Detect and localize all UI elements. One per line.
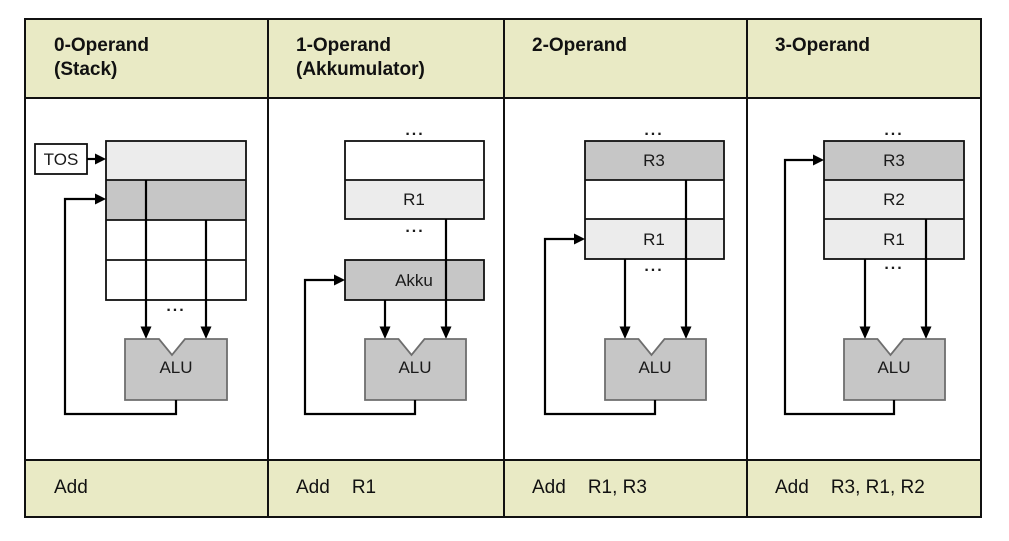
register-cell-r3 <box>824 141 964 180</box>
arrow-down-icon <box>200 326 212 339</box>
alu-box <box>843 338 946 401</box>
isa-comparison-table: 0-Operand (Stack) 1-Operand (Akkumulator… <box>24 18 982 518</box>
column-header-3-operand: 3-Operand <box>747 20 984 99</box>
arrow-down-icon <box>859 326 871 339</box>
alu-label: ALU <box>398 358 431 377</box>
alu-label: ALU <box>638 358 671 377</box>
ellipsis: ... <box>644 258 663 275</box>
instruction-mnemonic: Add <box>296 476 330 498</box>
arrow-down-icon <box>680 326 692 339</box>
stack-cell-tos <box>106 141 246 180</box>
arrow-down-icon <box>440 326 452 339</box>
column-header-1-operand: 1-Operand (Akkumulator) <box>268 20 504 99</box>
register-label-r1: R1 <box>883 230 905 249</box>
ellipsis: ... <box>166 298 185 315</box>
arrow-down-icon <box>920 326 932 339</box>
register-cell-dividers <box>824 179 964 220</box>
register-cell-r2 <box>824 180 964 219</box>
arrow-down-icon <box>379 326 391 339</box>
arrow-right-icon <box>95 193 106 205</box>
tos-pointer-box <box>34 143 88 175</box>
instruction-mnemonic: Add <box>54 476 88 498</box>
arrow-right-icon <box>813 154 824 166</box>
diagram-two-operand-architecture: ... R3 R1 ... ALU <box>543 122 725 416</box>
diagram-accumulator-architecture: ... R1 ... Akku ALU <box>303 122 485 416</box>
column-divider-3 <box>746 20 748 516</box>
stack-cell-second <box>106 180 246 220</box>
register-label-r1: R1 <box>643 230 665 249</box>
alu-box <box>364 338 467 401</box>
header-line1: 0-Operand <box>54 35 150 56</box>
header-line1: 2-Operand <box>532 35 628 56</box>
instruction-example-three-operand: Add R3, R1, R2 <box>747 459 984 516</box>
instruction-mnemonic: Add <box>532 476 566 498</box>
instruction-mnemonic: Add <box>775 476 809 498</box>
header-line2: (Akkumulator) <box>296 59 425 80</box>
arrow-down-icon <box>140 326 152 339</box>
stack-outline <box>105 140 247 301</box>
alu-box <box>124 338 228 401</box>
feedback-path <box>303 278 417 416</box>
header-line1: 3-Operand <box>775 35 871 56</box>
instruction-operands: R1, R3 <box>587 476 647 498</box>
register-cell-dividers <box>585 179 724 220</box>
diagram-three-operand-architecture: ... R3 R2 R1 ... ALU <box>783 122 965 416</box>
ellipsis: ... <box>884 122 903 139</box>
instruction-operands: R1 <box>351 476 377 498</box>
register-label-r3: R3 <box>643 151 665 170</box>
instruction-example-stack: Add <box>26 459 268 516</box>
column-header-2-operand: 2-Operand <box>504 20 747 99</box>
register-label-r2: R2 <box>883 190 905 209</box>
ellipsis: ... <box>644 122 663 139</box>
register-outline <box>584 140 725 260</box>
feedback-path <box>63 197 178 416</box>
arrow-right-icon <box>95 153 106 165</box>
register-cell-r1 <box>824 219 964 259</box>
feedback-path <box>543 237 657 416</box>
header-line2: (Stack) <box>54 59 118 80</box>
alu-label: ALU <box>877 358 910 377</box>
stack-cell-dividers <box>106 179 246 261</box>
ellipsis: ... <box>405 219 424 236</box>
column-divider-2 <box>503 20 505 516</box>
tos-label: TOS <box>44 150 79 169</box>
instruction-example-two-operand: Add R1, R3 <box>504 459 747 516</box>
instruction-example-accumulator: Add R1 <box>268 459 504 516</box>
register-outline <box>344 140 485 220</box>
akku-label: Akku <box>395 271 433 290</box>
instruction-operands: R3, R1, R2 <box>830 476 925 498</box>
ellipsis: ... <box>405 122 424 139</box>
arrow-down-icon <box>619 326 631 339</box>
column-header-0-operand: 0-Operand (Stack) <box>26 20 268 99</box>
header-line1: 1-Operand <box>296 35 392 56</box>
register-label-r3: R3 <box>883 151 905 170</box>
arrow-right-icon <box>334 274 345 286</box>
register-cell-r3 <box>585 141 724 180</box>
feedback-path <box>783 158 896 416</box>
register-label-r1: R1 <box>403 190 425 209</box>
register-outline <box>823 140 965 260</box>
ellipsis: ... <box>884 256 903 273</box>
arrow-right-icon <box>574 233 585 245</box>
column-divider-1 <box>267 20 269 516</box>
register-cell-r1 <box>585 219 724 259</box>
register-cell-r1 <box>345 180 484 219</box>
alu-label: ALU <box>159 358 192 377</box>
alu-box <box>604 338 707 401</box>
diagram-stack-architecture: TOS ... ALU <box>34 140 247 416</box>
